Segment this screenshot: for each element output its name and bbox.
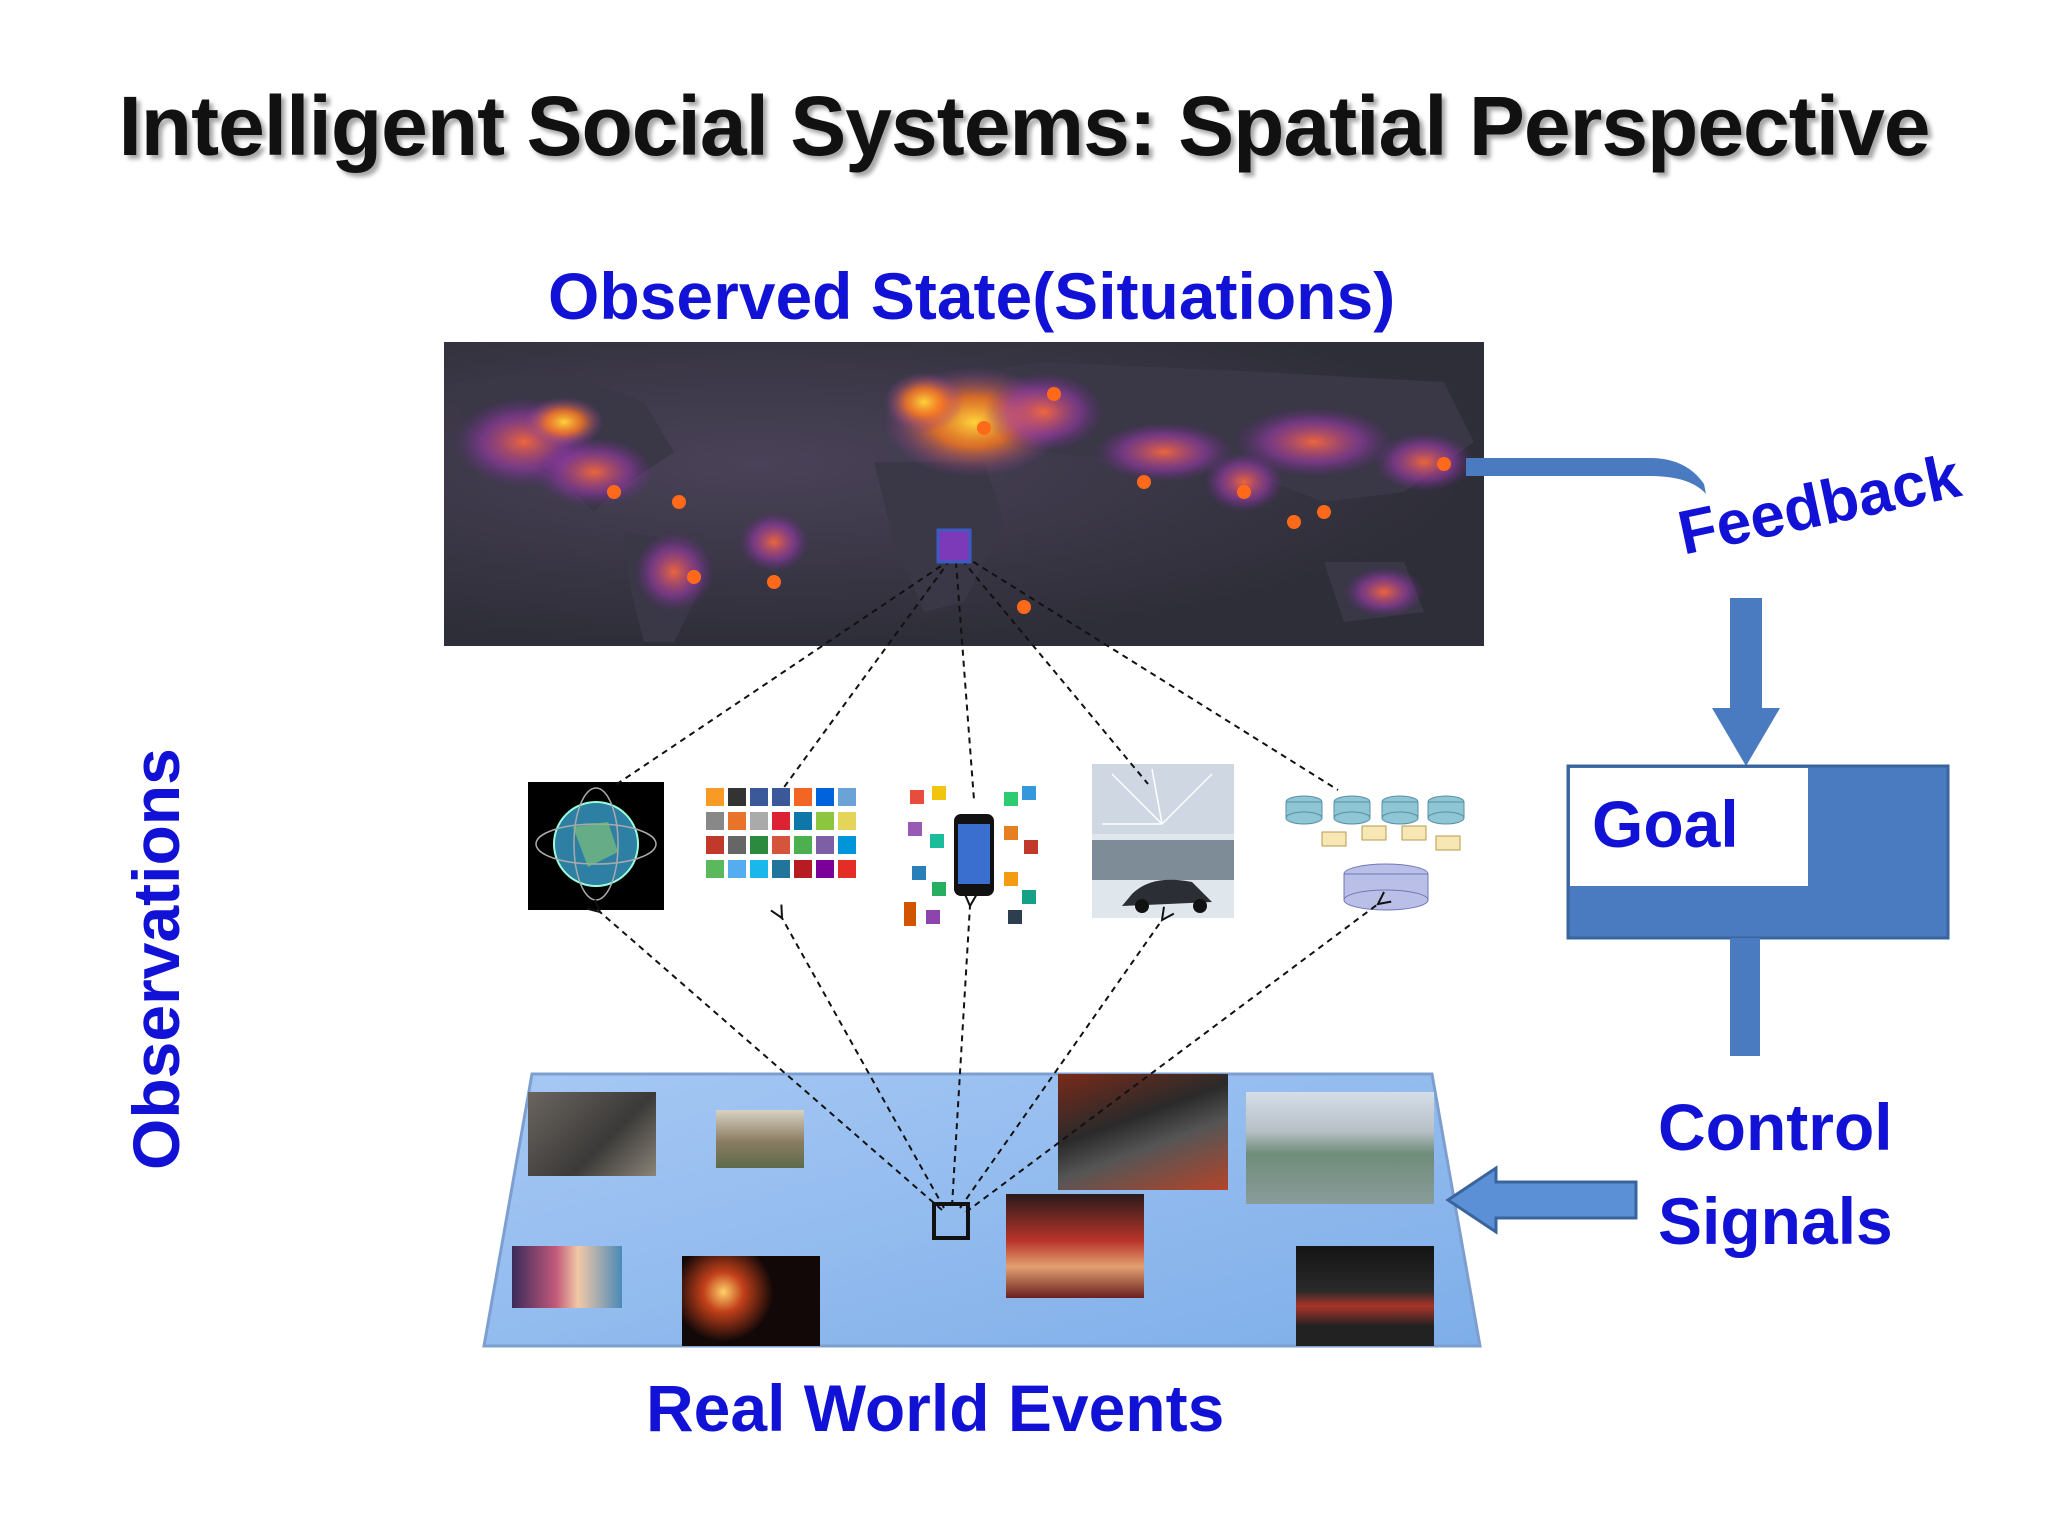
control-signals-label: Control Signals bbox=[1658, 1080, 1893, 1268]
social-media-icons-image bbox=[704, 786, 864, 912]
observations-label: Observations bbox=[119, 748, 193, 1170]
celebration-crowd-photo bbox=[1006, 1194, 1144, 1298]
feedback-down-arrow bbox=[1712, 598, 1780, 766]
page-title: Intelligent Social Systems: Spatial Pers… bbox=[118, 79, 1930, 173]
classroom-photo bbox=[716, 1110, 804, 1168]
goal-box bbox=[1566, 764, 1950, 940]
pipeline-workers-photo bbox=[1058, 1074, 1228, 1190]
observed-state-label: Observed State(Situations) bbox=[548, 259, 1396, 333]
goal-output-bar bbox=[1730, 938, 1760, 1056]
smartphone-apps-image bbox=[904, 782, 1044, 932]
event-node bbox=[932, 1202, 970, 1240]
flooded-city-photo bbox=[1246, 1092, 1434, 1204]
control-signal-arrow bbox=[1445, 1165, 1638, 1235]
festival-crowd-photo bbox=[512, 1246, 622, 1308]
real-world-events-label: Real World Events bbox=[646, 1371, 1225, 1445]
feedback-curve bbox=[1466, 458, 1706, 494]
distributed-database-image bbox=[1282, 780, 1468, 936]
disaster-rubble-photo bbox=[528, 1092, 656, 1176]
control-label-line1: Control bbox=[1658, 1090, 1893, 1164]
stage-performance-photo bbox=[1296, 1246, 1434, 1346]
control-label-line2: Signals bbox=[1658, 1184, 1893, 1258]
sensor-network-image bbox=[1092, 764, 1234, 918]
fireworks-photo bbox=[682, 1256, 820, 1346]
goal-label: Goal bbox=[1592, 787, 1739, 861]
map-node bbox=[936, 528, 972, 564]
satellite-globe-image bbox=[528, 782, 664, 910]
